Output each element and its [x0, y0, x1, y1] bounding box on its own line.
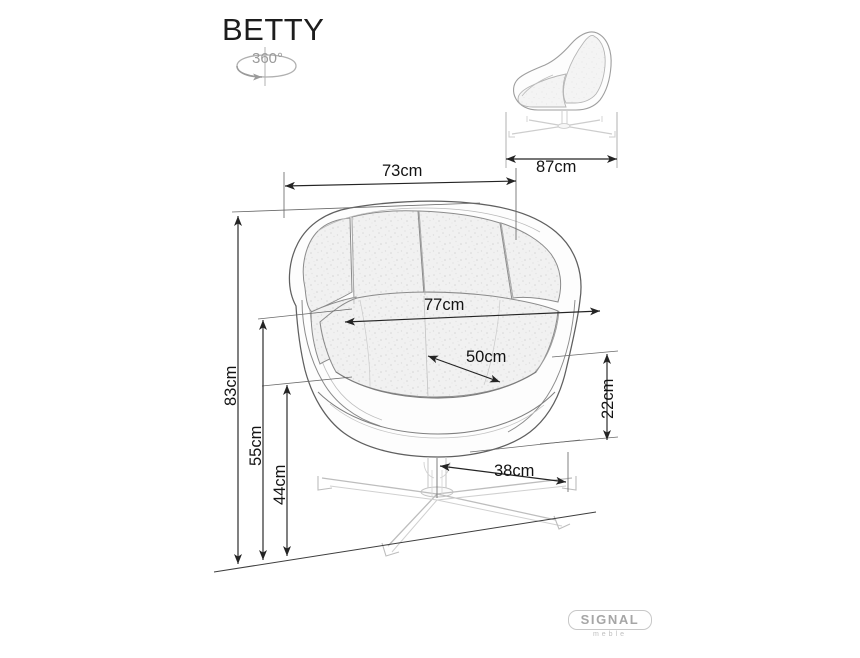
dimension-label-seatdepth-50: 50cm	[466, 348, 507, 366]
dimension-label-armheight-22: 22cm	[599, 378, 617, 419]
brand-tagline: meble	[592, 631, 628, 638]
rotation-label: 360°	[252, 50, 284, 67]
dimension-label-seatwidth-77: 77cm	[424, 296, 465, 314]
swivel-360-icon	[236, 47, 297, 86]
dimension-label-baseradius-38: 38cm	[494, 462, 535, 480]
front-view-chair	[288, 200, 582, 557]
dimension-label-height-83: 83cm	[222, 365, 240, 406]
dimension-label-width-73: 73cm	[382, 162, 423, 180]
dimension-line-width-73	[284, 177, 517, 190]
dimension-line-seatdepth-50	[427, 355, 501, 383]
dimension-label-seatheight-44: 44cm	[271, 464, 289, 505]
page-title: BETTY	[222, 12, 325, 47]
dimension-line-seatwidth-77	[344, 307, 601, 326]
brand-logo: SIGNAL meble	[568, 610, 652, 638]
dimension-line-baseradius-38	[439, 463, 567, 485]
side-view-chair	[505, 31, 618, 168]
dimension-label-depth-87: 87cm	[536, 158, 577, 176]
dimension-label-backheight-55: 55cm	[247, 425, 265, 466]
brand-name: SIGNAL	[568, 610, 652, 630]
dimension-lines	[234, 177, 611, 564]
